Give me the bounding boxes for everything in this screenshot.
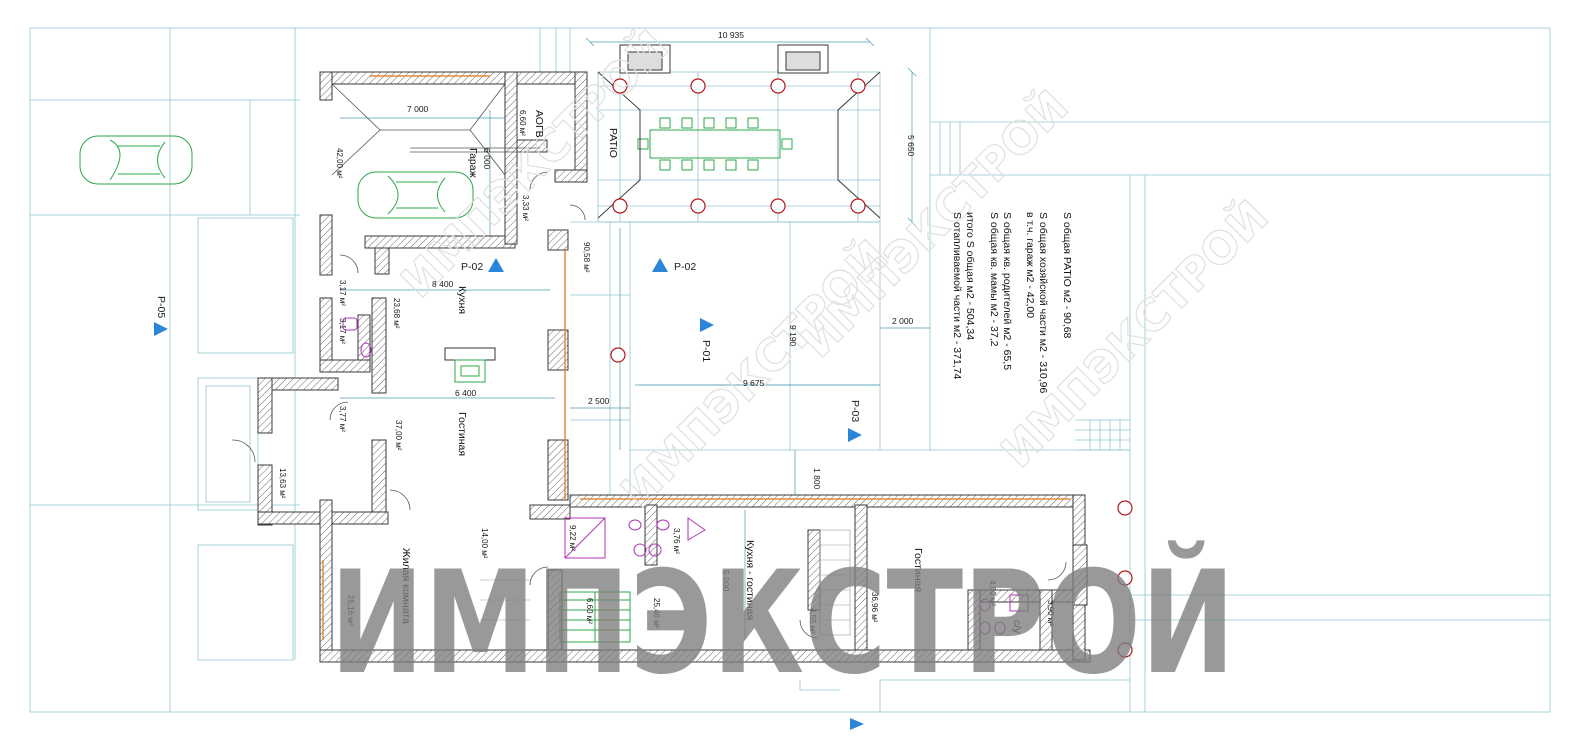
section-label-p05: P-05 bbox=[155, 296, 167, 318]
area-660: 6,60 м² bbox=[585, 598, 594, 624]
stairs bbox=[559, 591, 631, 643]
room-labels: Гараж АОГВ PATIO Кухня Гостиная Жилая ко… bbox=[400, 110, 1023, 634]
area-2546: 25,46 м² bbox=[652, 598, 661, 629]
area-living: 37,00 м² bbox=[394, 420, 403, 451]
area-1400: 14,00 м² bbox=[480, 528, 489, 559]
summary-line-4: S общая кв. родителей м2 - 65,5 bbox=[1001, 212, 1013, 370]
site-lines bbox=[29, 27, 1551, 713]
fireplace-icon bbox=[444, 347, 496, 383]
dim-6000: 6 000 bbox=[482, 148, 492, 170]
summary-line-7: S отапливаемой части м2 - 371,74 bbox=[951, 212, 963, 380]
dim-6400: 6 400 bbox=[455, 388, 477, 398]
dimension-lines bbox=[340, 37, 930, 640]
dim-9190: 9 190 bbox=[788, 325, 798, 347]
area-317b: 3,17 м² bbox=[338, 318, 347, 344]
room-garage: Гараж bbox=[467, 148, 479, 178]
room-bedroom: Жилая комната bbox=[400, 548, 412, 624]
section-marker-p03 bbox=[848, 428, 862, 442]
section-markers: P-02 P-02 P-01 P-03 P-05 bbox=[154, 258, 864, 730]
dim-5000: 5 000 bbox=[721, 570, 731, 592]
area-317a: 3,17 м² bbox=[338, 280, 347, 306]
area-455: 4,55 м² bbox=[808, 608, 817, 634]
area-377: 3,77 м² bbox=[338, 406, 347, 432]
section-label-p01: P-01 bbox=[700, 340, 712, 362]
dimension-labels: 10 935 7 000 6 000 5 650 8 400 9 190 2 0… bbox=[407, 30, 916, 592]
section-marker-p02a bbox=[488, 258, 504, 272]
patio-table bbox=[637, 117, 793, 171]
section-label-p02b: P-02 bbox=[674, 261, 696, 273]
section-marker-bottom bbox=[850, 718, 864, 730]
section-marker-p01 bbox=[700, 318, 714, 332]
columns bbox=[610, 78, 1133, 658]
dim-10935: 10 935 bbox=[718, 30, 744, 40]
dim-9675: 9 675 bbox=[743, 378, 765, 388]
watermark: ИМПЭКСТРОЙ bbox=[330, 539, 1235, 706]
plumbing-fixtures bbox=[342, 317, 1029, 635]
area-376: 3,76 м² bbox=[672, 528, 681, 554]
area-1363: 13,63 м² bbox=[278, 468, 287, 499]
section-label-p02a: P-02 bbox=[461, 261, 483, 273]
summary-line-6: итого S общая м2 - 504,34 bbox=[964, 212, 976, 340]
area-aogv: 6,60 м² bbox=[518, 110, 527, 136]
area-garage: 42,00 м² bbox=[335, 148, 344, 179]
room-living: Гостиная bbox=[456, 412, 468, 456]
car-icon bbox=[79, 135, 193, 185]
room-kitchen: Кухня bbox=[456, 286, 468, 314]
area-labels: 42,00 м² 6,60 м² 3,33 м² 90,58 м² 23,68 … bbox=[278, 110, 1055, 634]
room-living2: Гостиная bbox=[912, 548, 924, 592]
doors bbox=[231, 171, 1067, 639]
summary-line-2: S общая хозяйской части м2 - 310,96 bbox=[1037, 212, 1049, 393]
area-400: 4,00 м² bbox=[988, 580, 997, 606]
summary-line-1: S общая PATIO м2 - 90,68 bbox=[1061, 212, 1073, 339]
dim-2500: 2 500 bbox=[588, 396, 610, 406]
windows bbox=[322, 75, 1070, 640]
area-2516: 25,16 м² bbox=[346, 595, 355, 626]
area-summary: S общая PATIO м2 - 90,68 S общая хозяйск… bbox=[951, 212, 1073, 393]
patio-furniture bbox=[619, 44, 829, 74]
area-hall: 90,58 м² bbox=[582, 242, 591, 273]
room-patio: PATIO bbox=[607, 128, 619, 158]
area-3696: 36,96 м² bbox=[870, 592, 879, 623]
garage-roof-lines bbox=[331, 83, 540, 176]
section-marker-p05 bbox=[154, 322, 168, 336]
summary-line-5: S общая кв. мамы м2 - 37,2 bbox=[988, 212, 1000, 347]
area-390: 3,90 м² bbox=[1046, 600, 1055, 626]
dim-5650: 5 650 bbox=[906, 135, 916, 157]
dim-8400: 8 400 bbox=[432, 279, 454, 289]
car-icon-garage bbox=[357, 171, 474, 219]
area-kitchen: 23,68 м² bbox=[392, 298, 401, 329]
section-label-p03: P-03 bbox=[849, 400, 861, 422]
room-kitchen-living: Кухня - гостиная bbox=[744, 540, 756, 620]
section-marker-p02b bbox=[652, 258, 668, 272]
stairs-2 bbox=[480, 529, 851, 636]
dim-2000: 2 000 bbox=[892, 316, 914, 326]
area-333: 3,33 м² bbox=[521, 195, 530, 221]
dim-7000: 7 000 bbox=[407, 104, 429, 114]
room-wc: с/у bbox=[1011, 620, 1023, 634]
area-922: 9,22 м² bbox=[568, 525, 577, 551]
svg-text:ИМПЭКСТРОЙ: ИМПЭКСТРОЙ bbox=[610, 230, 898, 518]
room-aogv: АОГВ bbox=[533, 110, 545, 138]
svg-text:ИМПЭКСТРОЙ: ИМПЭКСТРОЙ bbox=[390, 20, 678, 308]
summary-line-3: в т.ч. гараж м2 - 42,00 bbox=[1024, 212, 1036, 318]
dim-1800: 1 800 bbox=[812, 468, 822, 490]
